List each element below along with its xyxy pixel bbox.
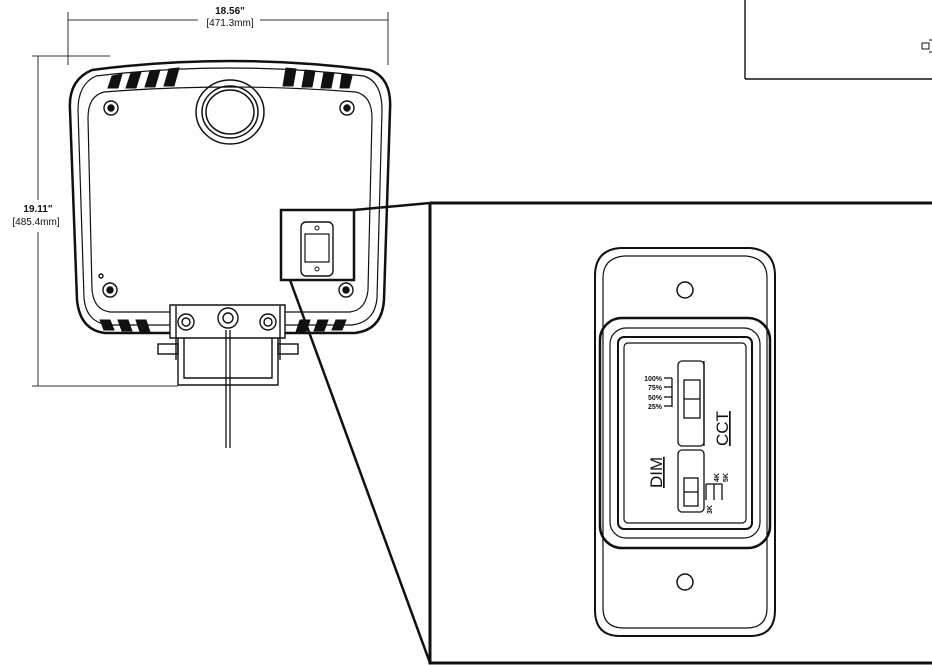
cct-level-5k: 5K <box>723 473 730 482</box>
dim-switch <box>664 360 705 447</box>
cct-label: CCT <box>713 411 732 446</box>
center-knob <box>195 79 265 145</box>
cct-level-4k: 4K <box>714 473 721 482</box>
width-mm-label: [471.3mm] <box>206 18 253 29</box>
cct-switch <box>677 449 723 513</box>
fixture-switch-area <box>279 208 356 282</box>
detail-callout-lines <box>288 201 432 664</box>
dim-label: DIM <box>647 457 666 488</box>
dim-level-50: 50% <box>648 395 663 402</box>
detail-view-frame <box>428 201 932 665</box>
height-dimension <box>32 55 178 387</box>
height-inches-label: 19.11" <box>23 204 52 215</box>
mounting-bracket <box>157 304 299 386</box>
corner-screws <box>98 100 355 298</box>
width-inches-label: 18.56" <box>215 6 245 17</box>
fixture-body <box>68 59 392 335</box>
dim-level-100: 100% <box>644 376 663 383</box>
dim-level-25: 25% <box>648 404 663 411</box>
partial-side-view <box>744 0 932 80</box>
dim-level-75: 75% <box>648 385 663 392</box>
top-cooling-fins <box>107 67 353 89</box>
bottom-cooling-fins <box>99 319 347 333</box>
height-mm-label: [485.4mm] <box>12 217 59 228</box>
width-dimension <box>67 12 389 65</box>
switch-plate <box>594 247 776 637</box>
power-cable <box>225 330 231 448</box>
cct-level-3k: 3K <box>707 505 714 514</box>
